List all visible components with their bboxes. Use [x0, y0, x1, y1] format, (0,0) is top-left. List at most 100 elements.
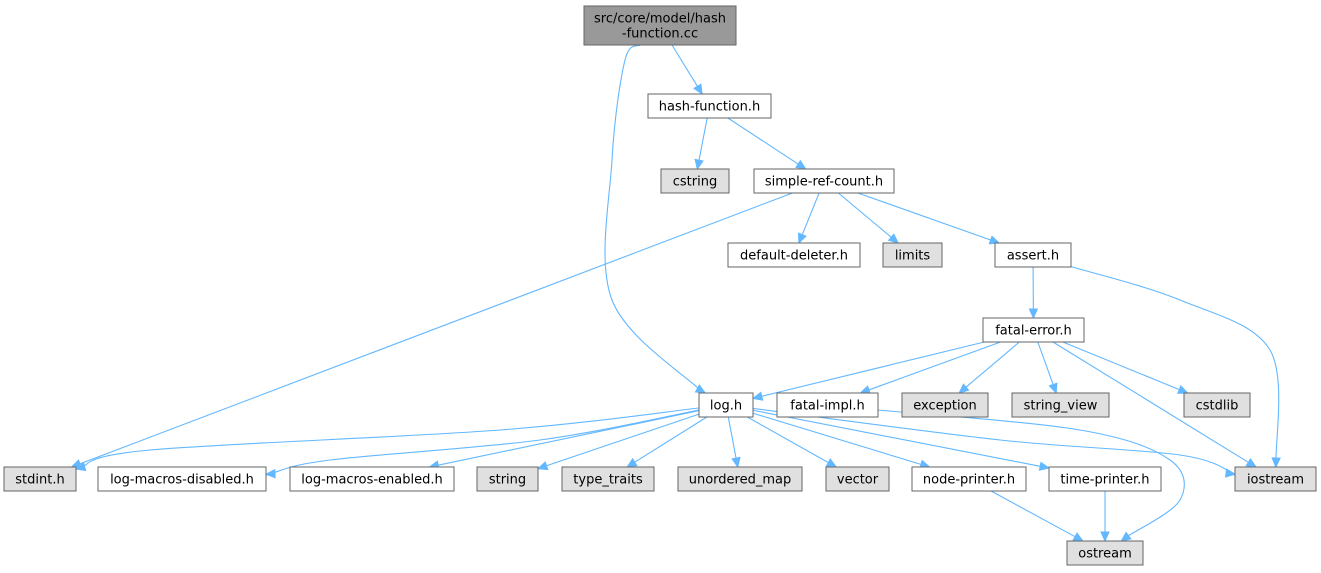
edge-fatal-error-h-to-cstdlib [1062, 341, 1189, 394]
edge-arrowhead [536, 461, 549, 471]
node-box [753, 168, 895, 194]
edge-arrowhead [694, 384, 707, 394]
edge-simple-ref-count-h-to-stdint-h [70, 192, 793, 469]
graph-nodes: src/core/model/hash-function.cc hash-func… [3, 5, 1317, 566]
node-box [289, 466, 455, 492]
edge-arrowhead [1048, 382, 1058, 395]
node-cstring: cstring [660, 168, 730, 194]
node-label: fatal-error.h [995, 324, 1072, 339]
edge-line [438, 410, 700, 466]
edge-log-h-to-time-printer-h [752, 409, 1051, 471]
edge-arrowhead [264, 468, 276, 479]
node-label: default-deleter.h [740, 249, 848, 264]
node-box [727, 242, 861, 268]
edge-assert-h-to-fatal-error-h [1028, 266, 1039, 320]
node-box [677, 466, 803, 492]
node-box [901, 392, 989, 418]
edge-fatal-error-h-to-log-h [751, 341, 985, 401]
node-fatal-error-h[interactable]: fatal-error.h [982, 317, 1085, 343]
node-hash-function-h[interactable]: hash-function.h [647, 93, 772, 119]
edge-line [727, 117, 799, 165]
node-root[interactable]: src/core/model/hash-function.cc [583, 5, 737, 46]
edge-line [752, 407, 1237, 476]
node-label: log-macros-disabled.h [110, 473, 254, 488]
edge-arrowhead [798, 232, 807, 245]
edge-arrowhead [693, 83, 703, 96]
edge-log-h-to-node-printer-h [752, 412, 931, 469]
node-label: fatal-impl.h [790, 399, 864, 414]
node-box [994, 242, 1072, 268]
node-box [660, 168, 730, 194]
node-label: exception [913, 399, 977, 414]
edge-fatal-error-h-to-iostream [1052, 341, 1258, 468]
node-label: type_traits [573, 473, 643, 488]
node-default-deleter-h[interactable]: default-deleter.h [727, 242, 861, 268]
node-ostream: ostream [1066, 540, 1144, 566]
edge-line [965, 341, 1020, 388]
node-label: string_view [1024, 399, 1098, 414]
edge-time-printer-h-to-ostream [1100, 491, 1110, 543]
node-string: string [476, 466, 539, 492]
node-label: -function.cc [622, 27, 698, 42]
edge-line [1037, 341, 1054, 385]
edge-line [671, 44, 698, 87]
node-log-macros-enabled-h[interactable]: log-macros-enabled.h [289, 466, 455, 492]
edge-arrowhead [988, 235, 1001, 245]
node-unordered-map: unordered_map [677, 466, 803, 492]
edge-hash-function-h-to-simple-ref-count-h [727, 117, 807, 170]
node-assert-h[interactable]: assert.h [994, 242, 1072, 268]
edge-arrowhead [1100, 531, 1110, 543]
node-box [982, 317, 1085, 343]
edge-line [75, 407, 700, 470]
edge-arrowhead [887, 233, 900, 244]
node-exception: exception [901, 392, 989, 418]
edge-arrowhead [1224, 468, 1237, 478]
edge-line [868, 341, 1001, 391]
node-vector: vector [825, 466, 890, 492]
edge-simple-ref-count-h-to-limits [837, 192, 900, 244]
node-cstdlib: cstdlib [1183, 392, 1251, 418]
node-box [1048, 466, 1162, 492]
node-label: ostream [1078, 547, 1132, 562]
node-fatal-impl-h[interactable]: fatal-impl.h [776, 392, 879, 418]
node-label: unordered_map [689, 473, 792, 488]
edge-log-h-to-type-traits [626, 416, 708, 468]
edge-line [990, 490, 1076, 538]
edge-line [837, 192, 892, 238]
node-log-h[interactable]: log.h [698, 392, 754, 418]
node-label: stdint.h [15, 473, 64, 488]
edge-line [634, 416, 708, 463]
edge-node-printer-h-to-ostream [990, 490, 1085, 542]
node-log-macros-disabled-h[interactable]: log-macros-disabled.h [97, 466, 267, 492]
edge-line [79, 192, 793, 465]
edge-line [698, 117, 708, 161]
edge-arrowhead [1038, 461, 1051, 471]
edge-log-h-to-log-macros-disabled-h [264, 409, 700, 479]
edge-fatal-error-h-to-fatal-impl-h [859, 341, 1001, 395]
edge-arrowhead [751, 391, 764, 401]
node-time-printer-h[interactable]: time-printer.h [1048, 466, 1162, 492]
edge-log-h-to-stdint-h [74, 407, 700, 472]
node-label: node-printer.h [923, 473, 1015, 488]
node-label: cstring [673, 175, 717, 190]
edge-arrowhead [626, 457, 638, 468]
edge-line [727, 416, 737, 459]
node-type-traits: type_traits [561, 466, 655, 492]
edge-line [752, 412, 922, 465]
node-simple-ref-count-h[interactable]: simple-ref-count.h [753, 168, 895, 194]
edge-fatal-error-h-to-string-view [1037, 341, 1058, 395]
edge-arrowhead [795, 159, 807, 170]
node-node-printer-h[interactable]: node-printer.h [911, 466, 1027, 492]
edge-arrowhead [74, 461, 87, 472]
node-label: hash-function.h [659, 100, 760, 115]
edge-line [801, 192, 820, 235]
edge-line [857, 192, 991, 241]
node-label: simple-ref-count.h [765, 175, 883, 190]
node-box [97, 466, 267, 492]
node-iostream: iostream [1234, 466, 1317, 492]
edge-log-h-to-iostream [752, 407, 1237, 478]
node-box [583, 5, 737, 46]
node-string-view: string_view [1011, 392, 1110, 418]
node-box [1183, 392, 1251, 418]
